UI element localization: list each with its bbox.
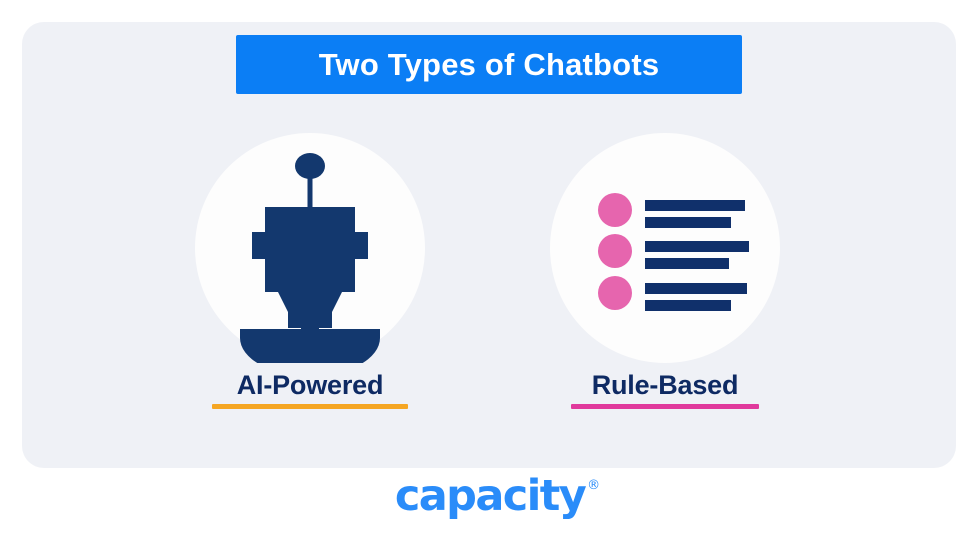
label-ai-powered: AI-Powered: [236, 370, 384, 400]
caption-rule-based: Rule-Based: [515, 370, 815, 410]
list-bullet: [598, 276, 632, 310]
title-banner: Two Types of Chatbots: [236, 35, 742, 94]
page-title: Two Types of Chatbots: [318, 47, 660, 82]
registered-trademark-icon: ®: [587, 478, 601, 493]
column-ai-powered: AI-Powered: [160, 133, 460, 423]
list-bullet: [598, 193, 632, 227]
underline-ai-powered: [212, 404, 408, 410]
brand-logo: capacity®: [395, 475, 600, 518]
underline-rule-based: [571, 404, 759, 410]
robot-icon: [195, 133, 425, 376]
footer: capacity®: [0, 475, 980, 518]
caption-ai-powered: AI-Powered: [160, 370, 460, 410]
content-panel: [22, 22, 956, 468]
list-bullet: [598, 234, 632, 268]
column-rule-based: Rule-Based: [515, 133, 815, 423]
bulleted-list-icon: [550, 133, 780, 363]
label-rule-based: Rule-Based: [591, 370, 739, 400]
brand-logo-text: capacity: [394, 471, 587, 521]
